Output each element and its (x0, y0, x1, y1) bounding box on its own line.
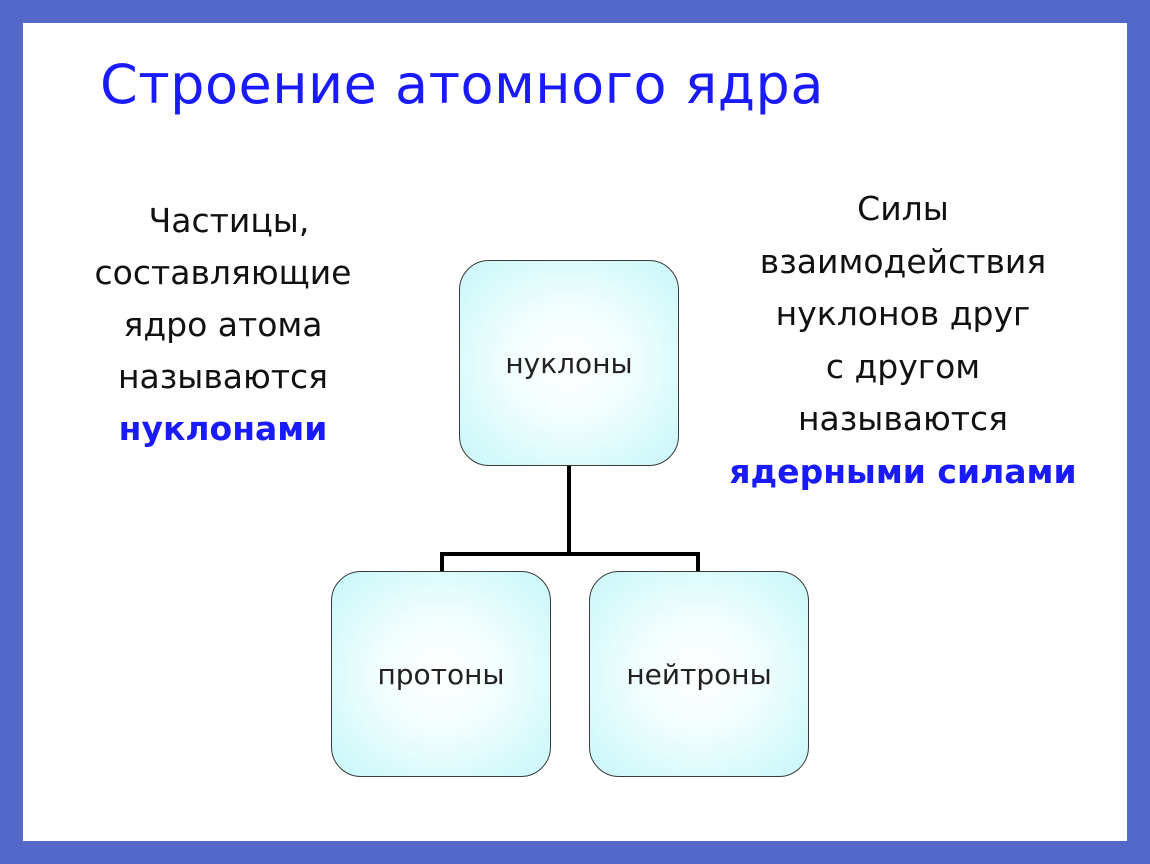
node-nucleons: нуклоны (459, 260, 679, 466)
right-line-1: Силы (857, 189, 949, 228)
left-emphasis: нуклонами (118, 409, 328, 448)
nucleons-definition: Частицы, составляющие ядро атома называю… (63, 195, 383, 455)
right-line-2: взаимодействия (759, 241, 1047, 281)
node-protons: протоны (331, 571, 551, 777)
hierarchy-connectors (440, 466, 700, 571)
nuclear-forces-definition: Силы взаимодействия нуклонов друг с друг… (703, 183, 1103, 498)
node-nucleons-label: нуклоны (505, 346, 633, 380)
left-line-1: Частицы, (148, 201, 310, 240)
right-line-4: с другом (825, 346, 981, 386)
right-line-5: называются (797, 399, 1009, 438)
right-emphasis: ядерными силами (729, 451, 1077, 491)
right-line-3: нуклонов друг (775, 294, 1031, 333)
left-line-2: составляющие (94, 253, 352, 292)
node-protons-label: протоны (377, 657, 505, 691)
node-neutrons: нейтроны (589, 571, 809, 777)
left-line-3: ядро атома (123, 305, 323, 344)
slide: Строение атомного ядра Частицы, составля… (23, 23, 1127, 841)
left-line-4: называются (117, 357, 329, 396)
node-neutrons-label: нейтроны (626, 657, 772, 691)
slide-title: Строение атомного ядра (100, 53, 824, 116)
